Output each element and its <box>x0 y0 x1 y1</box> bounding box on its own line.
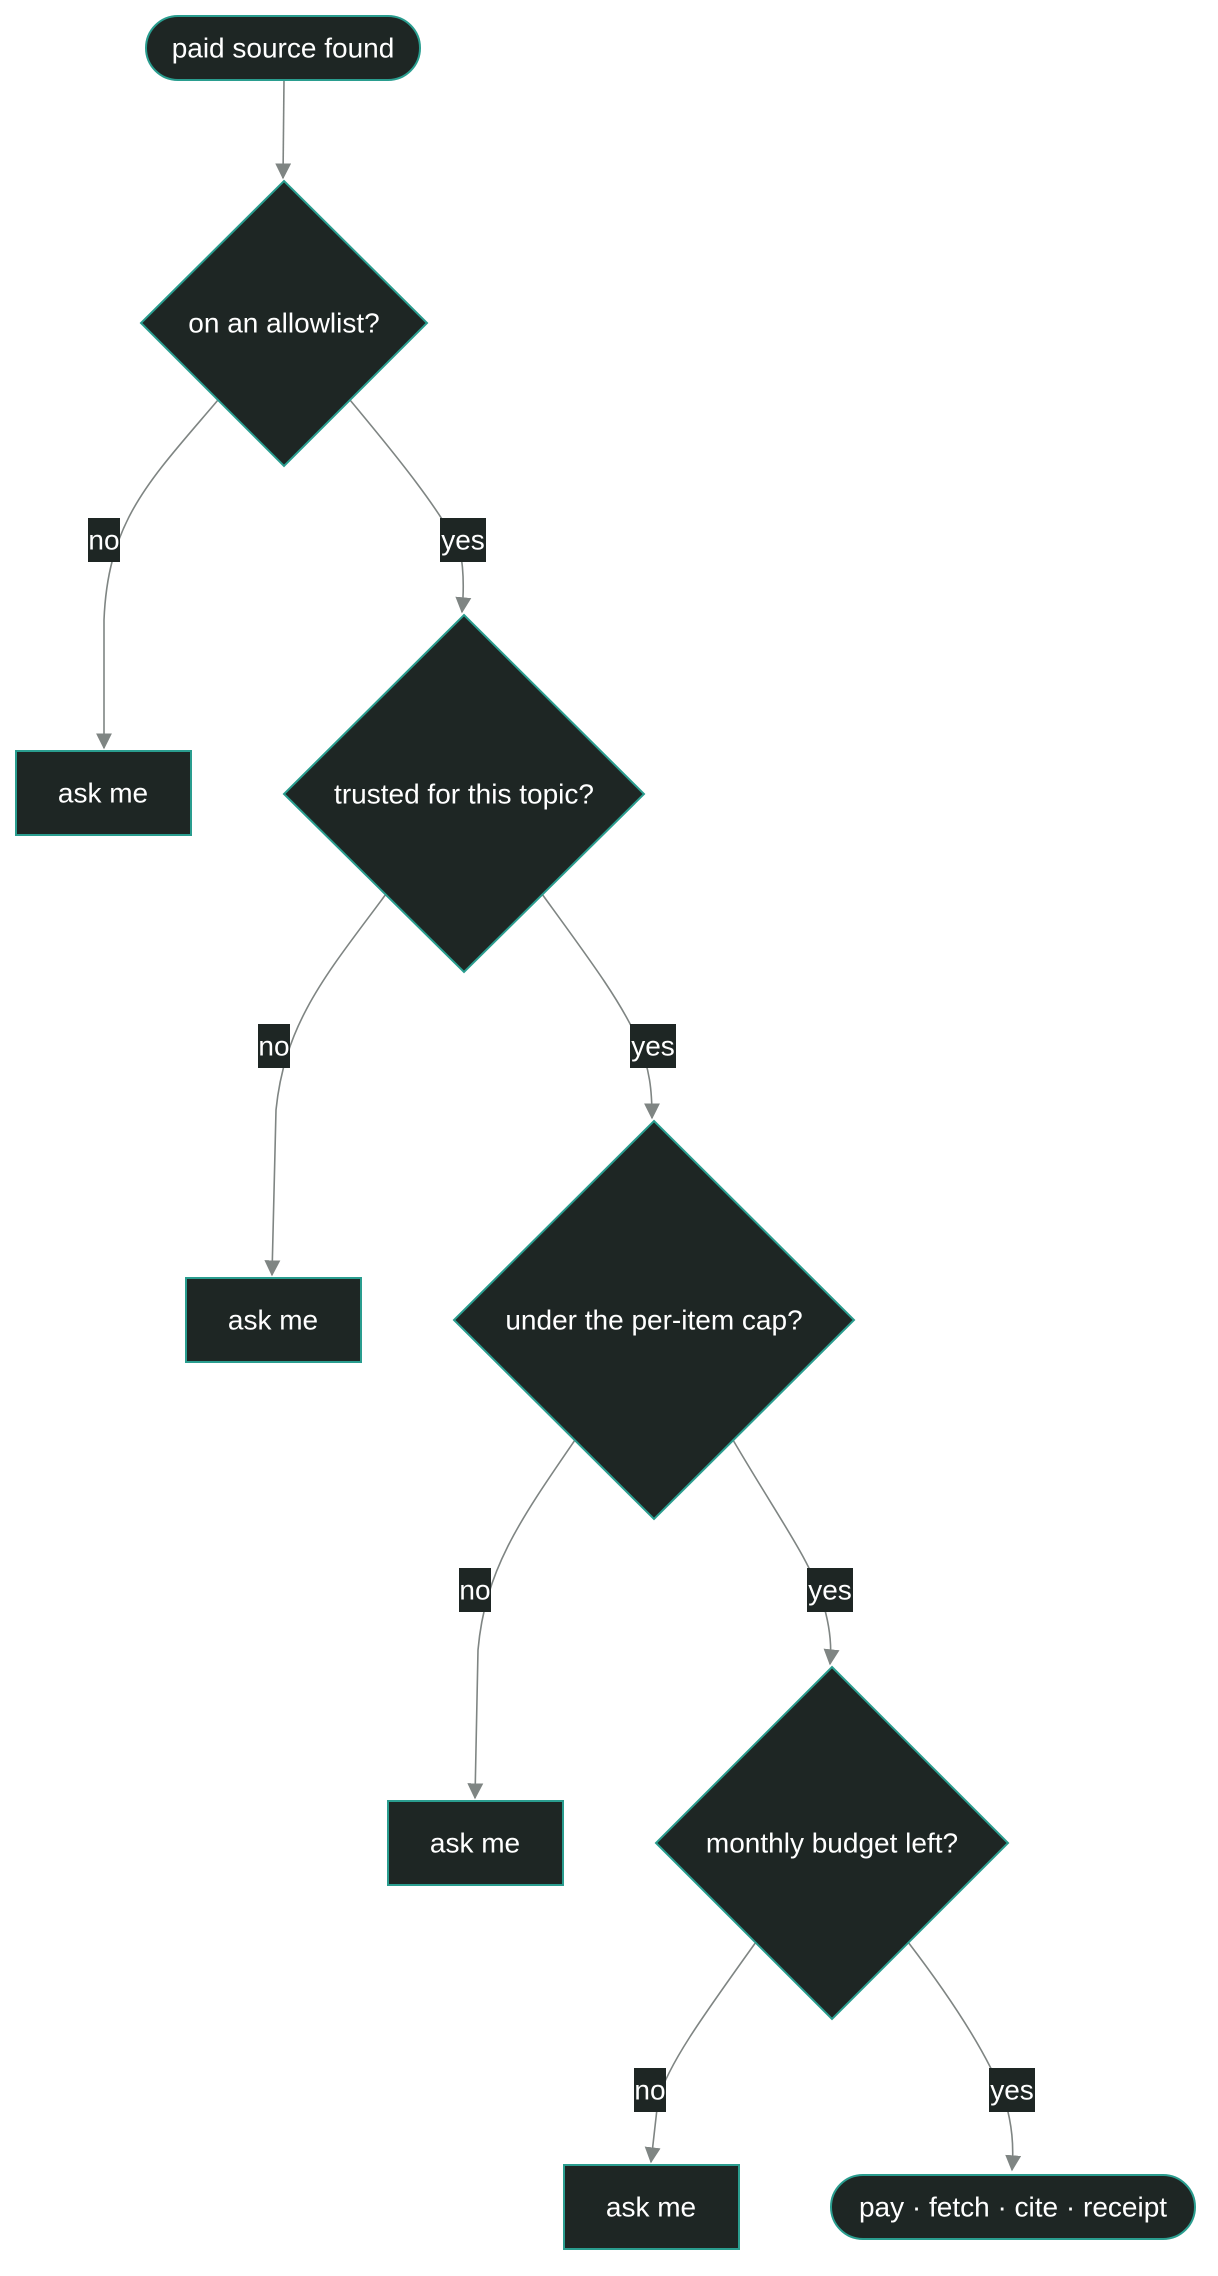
edge-label-budget-yes-bg <box>989 2068 1035 2112</box>
edge-label-budget-no-bg <box>634 2068 666 2112</box>
decision-per-item-cap-label: under the per-item cap? <box>505 1305 802 1336</box>
edge-label-allowlist-yes: yes <box>441 525 485 556</box>
ask-me-node-3 <box>387 1800 564 1886</box>
ask-me-node-1 <box>15 750 192 836</box>
nodes: paid source found on an allowlist? ask m… <box>15 15 1196 2250</box>
start-node-label: paid source found <box>172 33 395 64</box>
edge-start-to-allowlist <box>275 79 292 180</box>
decision-allowlist <box>139 179 429 468</box>
edge-label-trusted-yes: yes <box>631 1031 675 1062</box>
edge-label-trusted-yes-bg <box>630 1024 676 1068</box>
edge-trusted-yes <box>541 893 660 1120</box>
decision-monthly-budget-label: monthly budget left? <box>706 1828 958 1859</box>
edge-label-trusted-no-bg <box>258 1024 290 1068</box>
start-node <box>145 15 421 81</box>
edge-budget-no <box>644 1941 757 2164</box>
edge-budget-yes <box>907 1941 1022 2172</box>
edge-allowlist-no <box>96 399 219 750</box>
ask-me-node-4-label: ask me <box>606 2192 696 2223</box>
decision-trusted-topic <box>282 613 646 974</box>
decision-per-item-cap <box>452 1119 856 1521</box>
decision-trusted-topic-label: trusted for this topic? <box>334 779 594 810</box>
edge-label-trusted-no: no <box>258 1031 289 1062</box>
edge-allowlist-yes <box>349 399 472 614</box>
edge-label-budget-yes: yes <box>990 2075 1034 2106</box>
edge-label-cap-no-bg <box>459 1568 491 1612</box>
edge-trusted-no <box>264 893 387 1277</box>
edge-label-cap-no: no <box>459 1575 490 1606</box>
edge-cap-yes <box>732 1439 840 1666</box>
ask-me-node-2-label: ask me <box>228 1305 318 1336</box>
decision-monthly-budget <box>654 1665 1010 2021</box>
edge-label-cap-yes: yes <box>808 1575 852 1606</box>
edge-label-cap-yes-bg <box>807 1568 853 1612</box>
ask-me-node-4 <box>563 2164 740 2250</box>
edge-cap-no <box>467 1439 576 1800</box>
decision-allowlist-label: on an allowlist? <box>188 308 379 339</box>
end-node-label: pay · fetch · cite · receipt <box>859 2192 1167 2223</box>
ask-me-node-2 <box>185 1277 362 1363</box>
edge-label-allowlist-no: no <box>88 525 119 556</box>
end-node <box>830 2174 1196 2240</box>
edge-label-allowlist-yes-bg <box>440 518 486 562</box>
ask-me-node-1-label: ask me <box>58 778 148 809</box>
ask-me-node-3-label: ask me <box>430 1828 520 1859</box>
edge-label-budget-no: no <box>634 2075 665 2106</box>
edge-labels: no yes no yes no yes no yes <box>88 518 1035 2112</box>
edge-label-allowlist-no-bg <box>88 518 120 562</box>
